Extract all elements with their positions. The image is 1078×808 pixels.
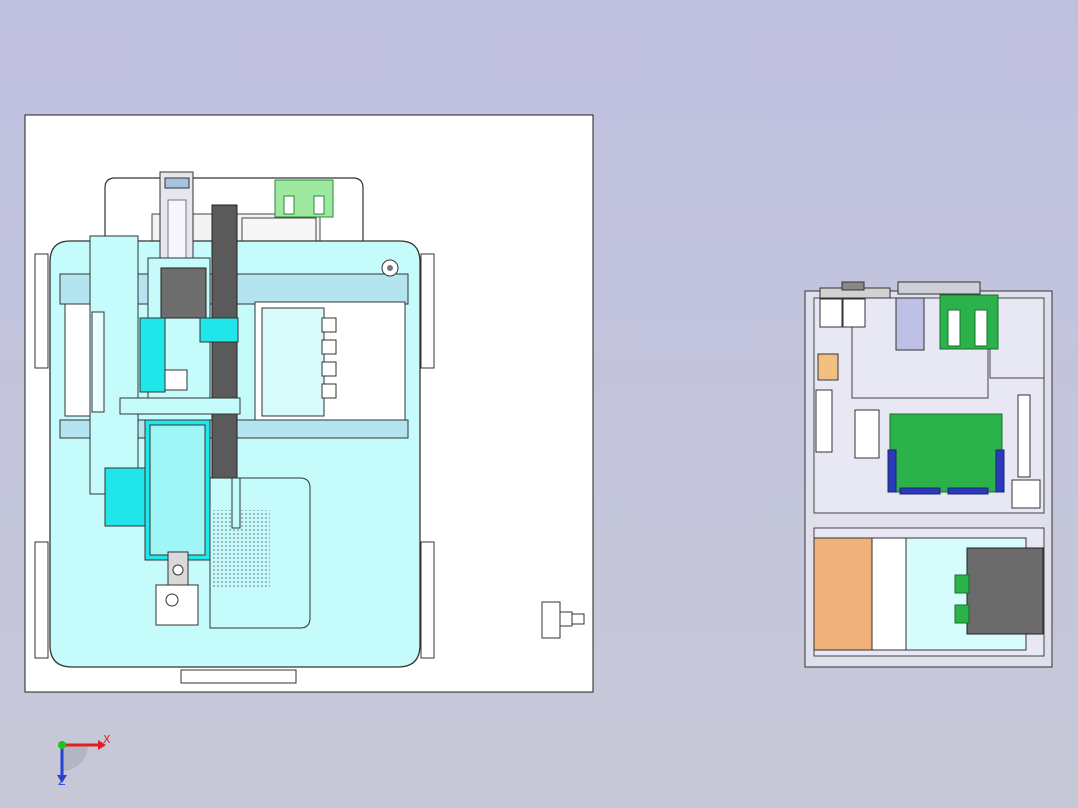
left-rail-bottom	[34, 541, 49, 659]
cabinet-switch	[815, 389, 833, 453]
fitting-body	[541, 601, 561, 639]
clamp-tab-1	[321, 317, 337, 333]
main-assembly-view[interactable]	[24, 114, 594, 693]
motor-strip	[211, 204, 238, 496]
clamp-tab-2	[321, 339, 337, 355]
fitting-neck	[559, 611, 573, 627]
carriage-bracket	[199, 317, 239, 343]
board-connector-left	[887, 449, 897, 493]
module-2	[842, 298, 866, 328]
transformer-terminal-1	[954, 574, 970, 594]
bottom-label-bar	[180, 669, 297, 684]
psu-side	[871, 537, 907, 651]
triad-z-label: Z	[58, 775, 66, 788]
terminal-strip	[1017, 394, 1031, 478]
spindle-bolt	[172, 564, 184, 576]
board-connector-right	[995, 449, 1005, 493]
triad-y-axis	[58, 741, 66, 749]
triad-z-arrow	[57, 775, 67, 783]
right-rail-bottom	[420, 541, 435, 659]
board-slot-1	[283, 195, 295, 215]
relay-module	[854, 409, 880, 459]
triad-x-arrow	[98, 740, 106, 750]
power-supply	[813, 537, 873, 651]
spindle-head	[155, 584, 199, 626]
carriage-arm	[119, 397, 241, 415]
carriage-left-block	[139, 317, 166, 393]
main-transformer	[966, 547, 1044, 635]
purple-panel	[895, 297, 925, 351]
bed-bracket	[231, 477, 241, 529]
small-transformer	[817, 353, 839, 381]
triad-x-label: X	[103, 733, 111, 746]
relay-slot-1	[947, 309, 961, 347]
board-connector-bottom-2	[947, 487, 989, 495]
carriage-motor	[160, 267, 207, 319]
main-controller-board	[889, 413, 1003, 493]
top-connector	[841, 281, 865, 291]
clamp-tab-4	[321, 383, 337, 399]
orientation-triad[interactable]	[57, 740, 106, 783]
column-cap	[164, 177, 190, 189]
corner-knob-center	[387, 265, 393, 271]
electrical-cabinet-view[interactable]	[804, 281, 1053, 668]
clamp-tab-3	[321, 361, 337, 377]
left-frame-slot	[91, 311, 105, 413]
board-connector-bottom-1	[899, 487, 941, 495]
z-slider-inner	[149, 424, 206, 556]
top-port-strip	[897, 281, 981, 295]
tray-clamp	[261, 307, 325, 417]
power-outlet	[1011, 479, 1041, 509]
triad-plane	[62, 745, 88, 771]
side-panel	[989, 297, 1045, 379]
fitting-tip	[571, 613, 585, 625]
left-rail-top	[34, 253, 49, 369]
spindle-nozzle	[165, 593, 179, 607]
relay-slot-2	[974, 309, 988, 347]
board-slot-2	[313, 195, 325, 215]
left-tray	[64, 303, 94, 417]
transformer-terminal-2	[954, 604, 970, 624]
carriage-window	[164, 369, 188, 391]
module-1	[819, 298, 843, 328]
right-rail-top	[420, 253, 435, 369]
z-slider-side	[104, 467, 146, 527]
